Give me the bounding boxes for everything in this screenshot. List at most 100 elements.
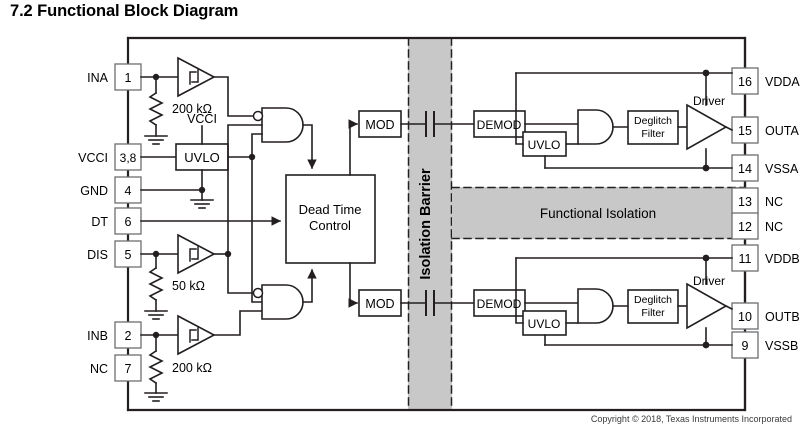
nand-gate-b-invert-bubble	[252, 287, 264, 299]
wire-vddb-rail-to-uvlo-b	[515, 257, 524, 324]
pin-box-13	[731, 187, 759, 215]
pin-number-7: 7	[125, 362, 132, 376]
deglitch-b-label-line2: Filter	[641, 307, 665, 319]
schmitt-trigger-dis	[177, 233, 216, 275]
demod-a-label: DEMOD	[477, 118, 522, 132]
wire-uvlo-to-nand-a	[251, 133, 263, 158]
wire-deadtime-to-mod-b	[348, 262, 358, 308]
pin-box-1	[114, 63, 142, 91]
pin-box-11	[731, 244, 759, 272]
and-gate-b	[577, 288, 614, 324]
pin-number-4: 4	[125, 184, 132, 198]
resistor-value-dis: 50 kΩ	[172, 279, 205, 293]
pin-number-12: 12	[738, 220, 752, 234]
uvlo-a-label: UVLO	[528, 138, 561, 152]
isolation-barrier-label: Isolation Barrier	[418, 168, 434, 280]
schmitt-hysteresis-glyph-dis	[189, 246, 199, 262]
copyright-notice: Copyright © 2018, Texas Instruments Inco…	[590, 414, 792, 424]
wire-uvlo-to-nand-b	[251, 156, 263, 303]
functional-isolation-band	[452, 187, 745, 239]
pin-label-dt: DT	[91, 215, 108, 229]
pin-box-10	[731, 302, 759, 330]
nand-gate-a	[261, 107, 304, 143]
schmitt-trigger-inb	[177, 314, 216, 356]
mod-b-label: MOD	[365, 297, 394, 311]
resistor-value-inb: 200 kΩ	[172, 361, 212, 375]
functional-isolation-label: Functional Isolation	[540, 206, 656, 221]
pin-box-5	[114, 240, 142, 268]
pin-label-outa: OUTA	[765, 124, 799, 138]
vcci-supply-label: VCCI	[187, 112, 217, 126]
pin-label-vcci: VCCI	[78, 151, 108, 165]
page-title: 7.2 Functional Block Diagram	[10, 2, 239, 20]
uvlo-b-label: UVLO	[528, 317, 561, 331]
pin-label-nc-13: NC	[765, 195, 783, 209]
resistor-inb-200k	[148, 349, 164, 385]
driver-a-amp	[686, 103, 728, 151]
pin-number-13: 13	[738, 195, 752, 209]
wire-inb-buffer-to-nand-b	[213, 310, 263, 336]
pin-number-1: 1	[125, 71, 132, 85]
uvlo-primary-label: UVLO	[184, 150, 219, 165]
pin-label-vssb: VSSB	[765, 339, 798, 353]
ground-symbol-inb	[144, 392, 168, 402]
pin-number-3-8: 3,8	[120, 151, 137, 165]
deglitch-a-label-line2: Filter	[641, 128, 665, 140]
pin-label-outb: OUTB	[765, 310, 800, 324]
pin-label-gnd: GND	[80, 184, 108, 198]
pin-label-inb: INB	[87, 329, 108, 343]
resistor-dis-50k	[148, 266, 164, 302]
pin-number-14: 14	[738, 162, 752, 176]
wire-vdda-rail-to-uvlo-a	[515, 72, 524, 145]
pin-number-9: 9	[742, 339, 749, 353]
pin-label-vdda: VDDA	[765, 75, 800, 89]
wire-driver-b-to-outb	[724, 304, 734, 311]
ground-symbol-dis	[144, 310, 168, 320]
pin-label-vddb: VDDB	[765, 252, 800, 266]
ground-symbol-ina	[144, 135, 168, 145]
schmitt-hysteresis-glyph-ina	[189, 69, 199, 85]
wire-ina-buffer-to-nand	[213, 76, 263, 117]
dead-time-control-label-line2: Control	[309, 218, 351, 233]
pin-label-ina: INA	[87, 71, 109, 85]
pin-box-2	[114, 321, 142, 349]
pin-number-5: 5	[125, 248, 132, 262]
deglitch-b-label-line1: Deglitch	[634, 294, 672, 306]
demod-b-label: DEMOD	[477, 297, 522, 311]
pin-box-3-8	[114, 143, 142, 171]
uvlo-b-block	[522, 310, 567, 336]
schmitt-trigger-ina	[177, 56, 216, 98]
deglitch-filter-a-block	[627, 110, 679, 145]
wire-nand-a-to-deadtime	[302, 124, 317, 169]
resistor-value-ina: 200 kΩ	[172, 102, 212, 116]
pin-box-12	[731, 212, 759, 240]
nand-gate-a-invert-bubble	[252, 110, 264, 122]
pin-number-15: 15	[738, 124, 752, 138]
wire-nand-b-to-deadtime	[302, 269, 317, 303]
dead-time-control-block	[285, 174, 376, 264]
pin-box-4	[114, 176, 142, 204]
wire-deadtime-to-mod-a	[348, 119, 358, 176]
and-gate-a	[577, 109, 614, 145]
pin-box-15	[731, 116, 759, 144]
driver-a-label: Driver	[693, 94, 725, 108]
mod-a-label: MOD	[365, 118, 394, 132]
nand-gate-b	[261, 284, 304, 320]
wire-driver-a-to-outa	[724, 125, 734, 132]
isolation-barrier-band	[408, 38, 452, 410]
schmitt-hysteresis-glyph-inb	[189, 327, 199, 343]
pin-number-10: 10	[738, 310, 752, 324]
pin-label-nc-7: NC	[90, 362, 108, 376]
pin-label-nc-12: NC	[765, 220, 783, 234]
pin-number-11: 11	[739, 252, 752, 266]
wire-dis-to-nand-b	[227, 253, 263, 294]
pin-number-16: 16	[738, 75, 752, 89]
driver-b-amp	[686, 282, 728, 330]
pin-number-2: 2	[125, 329, 132, 343]
resistor-ina-200k	[148, 91, 164, 127]
pin-label-dis: DIS	[87, 248, 108, 262]
dead-time-control-label-line1: Dead Time	[299, 202, 362, 217]
pin-number-6: 6	[125, 215, 132, 229]
